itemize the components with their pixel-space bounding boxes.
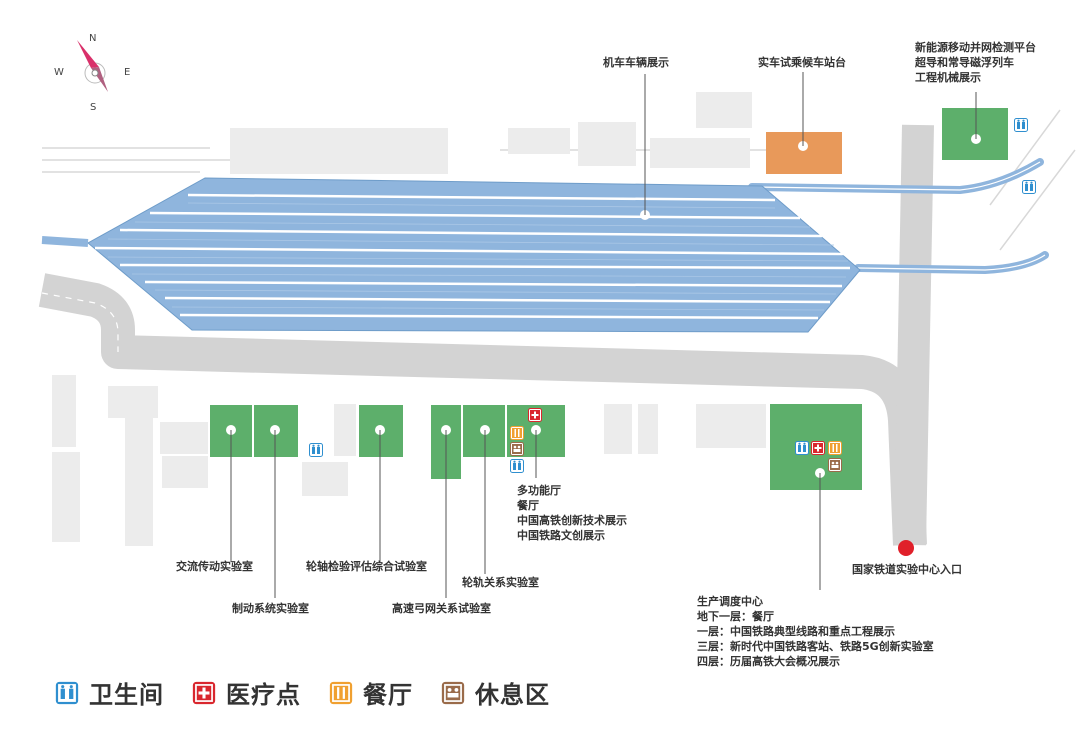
label-entrance: 国家铁道实验中心入口 (852, 563, 962, 576)
label-multi-function-hall: 多功能厅 餐厅 中国高铁创新技术展示 中国铁路文创展示 (517, 484, 627, 542)
medical-icon[interactable] (528, 407, 542, 426)
compass-south: S (90, 102, 97, 113)
restaurant-icon[interactable] (828, 440, 842, 459)
compass-icon (77, 40, 108, 92)
label-new-energy-platform: 新能源移动并网检测平台 超导和常导磁浮列车 工程机械展示 (915, 41, 1036, 84)
road-center-lines (41, 292, 119, 352)
label-locomotive-display: 机车车辆展示 (603, 56, 669, 69)
legend: 卫生间 医疗点 餐厅 休息区 (55, 680, 578, 710)
restroom-icon[interactable] (795, 440, 809, 459)
legend-label: 卫生间 (89, 681, 164, 709)
entrance-marker (898, 540, 914, 556)
rest-area-icon[interactable] (828, 457, 842, 476)
medical-icon[interactable] (811, 440, 825, 459)
restroom-icon (55, 681, 79, 709)
legend-label: 休息区 (475, 681, 550, 709)
label-ac-drive-lab: 交流传动实验室 (176, 560, 253, 573)
rest-area-icon[interactable] (510, 441, 524, 460)
medical-icon (192, 681, 216, 709)
label-pantograph-lab: 高速弓网关系试验室 (392, 602, 491, 615)
leader-lines (230, 72, 977, 598)
compass-north: N (89, 33, 97, 44)
label-brake-lab: 制动系统实验室 (232, 602, 309, 615)
legend-item-medical: 医疗点 (192, 680, 301, 710)
restaurant-icon[interactable] (510, 425, 524, 444)
compass-east: E (124, 67, 131, 78)
label-test-ride-platform: 实车试乘候车站台 (758, 56, 846, 69)
background-buildings (52, 92, 766, 546)
restaurant-icon (329, 681, 353, 709)
rest-area-icon (441, 681, 465, 709)
track-yard (41, 177, 861, 333)
legend-item-restaurant: 餐厅 (329, 680, 413, 710)
test-ride-platform (766, 132, 842, 174)
legend-label: 医疗点 (226, 681, 301, 709)
label-wheel-rail-lab: 轮轨关系实验室 (462, 576, 539, 589)
restroom-icon[interactable] (309, 442, 323, 461)
restroom-icon[interactable] (1014, 117, 1028, 136)
compass-west: W (54, 67, 64, 78)
restroom-icon[interactable] (510, 458, 524, 477)
legend-item-rest-area: 休息区 (441, 680, 550, 710)
legend-item-restroom: 卫生间 (55, 680, 164, 710)
legend-label: 餐厅 (363, 681, 413, 709)
restroom-icon[interactable] (1022, 179, 1036, 198)
label-wheelset-lab: 轮轴检验评估综合试验室 (306, 560, 427, 573)
roads (38, 124, 934, 546)
label-dispatch-center: 生产调度中心 地下一层：餐厅 一层：中国铁路典型线路和重点工程展示 三层：新时代… (697, 595, 934, 668)
